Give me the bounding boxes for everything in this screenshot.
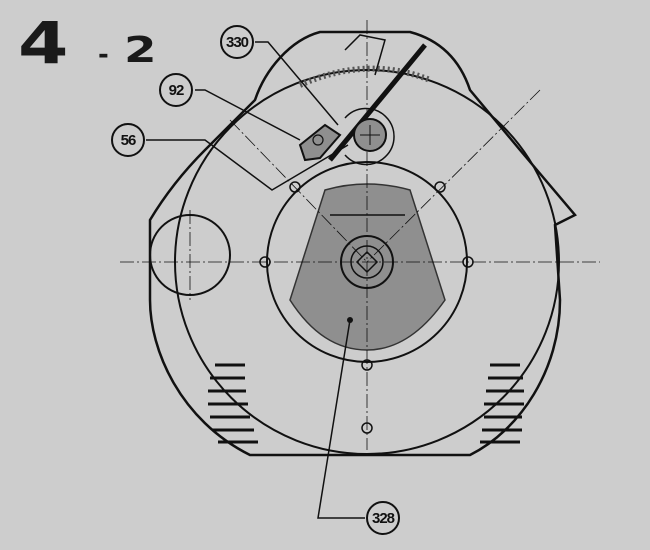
callout-330: 330 xyxy=(220,25,254,59)
cooling-fins-left xyxy=(208,363,258,444)
callout-328: 328 xyxy=(366,501,400,535)
bolt-holes xyxy=(259,181,474,434)
spark-plug xyxy=(328,43,427,162)
figure-number: 4 xyxy=(18,9,69,77)
figure-separator: - xyxy=(98,40,109,70)
leader-lines xyxy=(146,41,365,519)
callout-92: 92 xyxy=(159,73,193,107)
figure-subnumber: 2 xyxy=(124,30,157,71)
rotor xyxy=(289,183,446,351)
bracket xyxy=(298,123,342,162)
cooling-fins-right xyxy=(480,363,524,444)
housing-outline xyxy=(148,30,577,457)
callout-56: 56 xyxy=(111,123,145,157)
